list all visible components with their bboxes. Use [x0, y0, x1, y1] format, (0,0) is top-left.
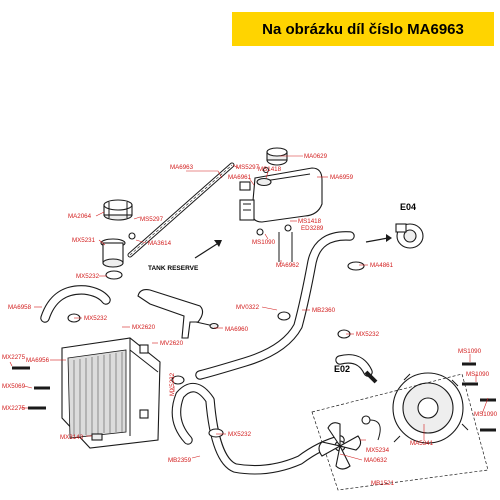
- tank-reserve-label: TANK RESERVE: [148, 265, 199, 272]
- group-label-e02: E02: [334, 364, 350, 374]
- radiator-cap: [103, 199, 133, 221]
- leader-lines: [9, 155, 489, 461]
- expansion-tank-cap: [266, 147, 288, 166]
- label-ms1090-mid: MS1090: [252, 239, 276, 246]
- group-label-e04: E04: [400, 202, 416, 212]
- label-ma5341: MA5341: [410, 440, 434, 447]
- label-ma4861: MA4861: [370, 262, 394, 269]
- hose-ma6958: [40, 285, 111, 323]
- label-ma0629: MA0629: [304, 153, 328, 160]
- thermo-switch: [361, 370, 381, 441]
- label-ms1090-a: MS1090: [458, 348, 482, 355]
- hose-e02: [335, 354, 373, 377]
- label-mx5232-b: MX5232: [84, 315, 108, 322]
- label-ma2064: MA2064: [68, 213, 92, 220]
- radiator: [61, 337, 161, 449]
- expansion-tank: [239, 167, 323, 223]
- callout-labels: MA6963 MS5297 MA0629 MA6961 MS1418 MA695…: [2, 153, 498, 487]
- tank-reserve-arrow: [194, 240, 222, 259]
- label-ms1090-c: MS1090: [474, 411, 498, 418]
- bracket: [137, 289, 219, 339]
- label-ms1090-b: MS1090: [466, 371, 490, 378]
- label-ms5297-mid: MS5297: [140, 216, 164, 223]
- label-ma0632: MA0632: [364, 457, 388, 464]
- label-mx3143: MX3143: [60, 434, 84, 441]
- tank-fittings: [256, 166, 293, 262]
- label-ms1418-top: MS1418: [258, 166, 282, 173]
- label-mx5231: MX5231: [72, 237, 96, 244]
- water-pump: [365, 223, 424, 249]
- label-mb2360: MB2360: [312, 307, 336, 314]
- label-mx5232-e: MX5232: [228, 431, 252, 438]
- label-mx5232-a: MX5232: [76, 273, 100, 280]
- label-mv0322: MV0322: [236, 304, 260, 311]
- bolts-right: [462, 362, 496, 432]
- label-ma6959: MA6959: [330, 174, 354, 181]
- label-ma6963: MA6963: [170, 164, 194, 171]
- label-mx2275-a: MX2275: [2, 354, 26, 361]
- hose-mb2360: [195, 231, 355, 380]
- fan-blade: [318, 422, 362, 470]
- label-mx5232-c: MX5232: [356, 331, 380, 338]
- label-mx5232-d: MX5232: [169, 372, 176, 396]
- hose-clamps: [67, 261, 365, 438]
- label-ma6962: MA6962: [276, 262, 300, 269]
- hose-mb2359: [171, 382, 345, 475]
- label-ms5297-top: MS5297: [236, 164, 260, 171]
- label-mx2275-b: MX2275: [2, 405, 26, 412]
- label-ma3614: MA3614: [148, 240, 172, 247]
- label-ed3289: ED3289: [301, 225, 324, 232]
- label-ma6961: MA6961: [228, 174, 252, 181]
- label-ms1418-mid: MS1418: [298, 218, 322, 225]
- bolts-left: [12, 366, 103, 441]
- label-ma6956: MA6956: [26, 357, 50, 364]
- label-mx2620: MX2620: [132, 324, 156, 331]
- label-mx5069: MX5069: [2, 383, 26, 390]
- label-mx5234: MX5234: [366, 447, 390, 454]
- label-mb1521: MB1521: [371, 480, 395, 487]
- filler-neck: [100, 232, 136, 268]
- label-ma6958: MA6958: [8, 304, 32, 311]
- label-mb2359: MB2359: [168, 457, 192, 464]
- overflow-tube: [127, 162, 235, 258]
- label-mv2620: MV2620: [160, 340, 184, 347]
- label-ma6960: MA6960: [225, 326, 249, 333]
- fan-assembly: [311, 372, 489, 491]
- part-number-banner: Na obrázku díl číslo MA6963: [232, 12, 494, 46]
